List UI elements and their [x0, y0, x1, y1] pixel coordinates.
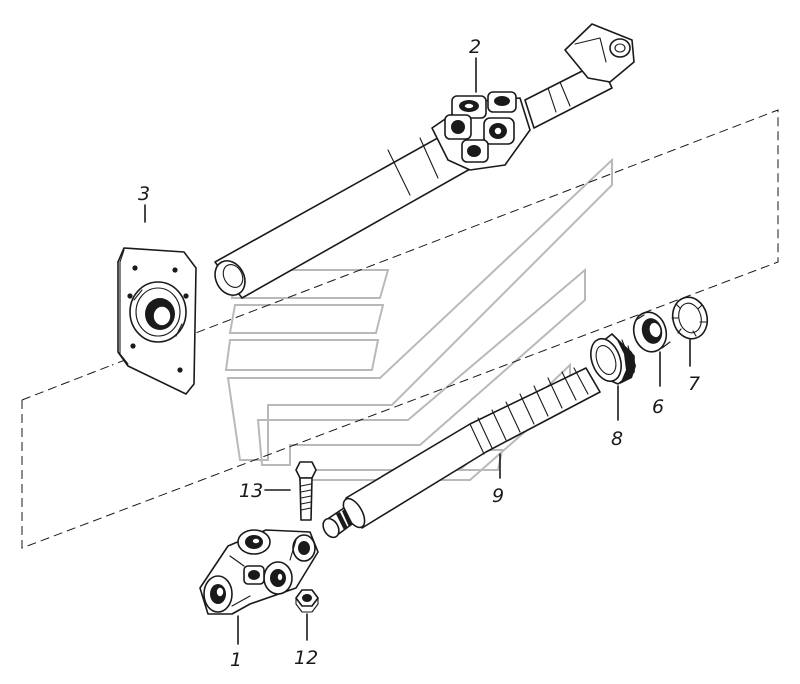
part-13-bolt — [295, 461, 317, 521]
part-7-retaining-ring — [671, 296, 709, 340]
callout-part-8: 8 — [611, 428, 623, 450]
callout-part-7: 7 — [688, 373, 700, 395]
background-watermark — [224, 157, 613, 481]
callout-part-1: 1 — [230, 649, 242, 671]
part-9-splined-shaft — [322, 367, 601, 539]
callout-part-9: 9 — [492, 485, 504, 507]
leader-lines — [144, 57, 691, 645]
part-1-universal-joint — [199, 529, 319, 615]
callout-part-3: 3 — [138, 183, 150, 205]
callout-part-2: 2 — [469, 36, 481, 58]
part-2-cardan-shaft — [214, 23, 635, 299]
callout-part-12: 12 — [294, 647, 318, 669]
part-8-splined-sleeve — [590, 333, 636, 385]
part-12-nut — [295, 589, 319, 613]
part-6-bushing — [632, 311, 671, 353]
callout-part-6: 6 — [652, 396, 664, 418]
part-3-flange-plate — [117, 247, 197, 395]
assembly-lines — [21, 109, 779, 549]
callout-part-13: 13 — [239, 480, 263, 502]
